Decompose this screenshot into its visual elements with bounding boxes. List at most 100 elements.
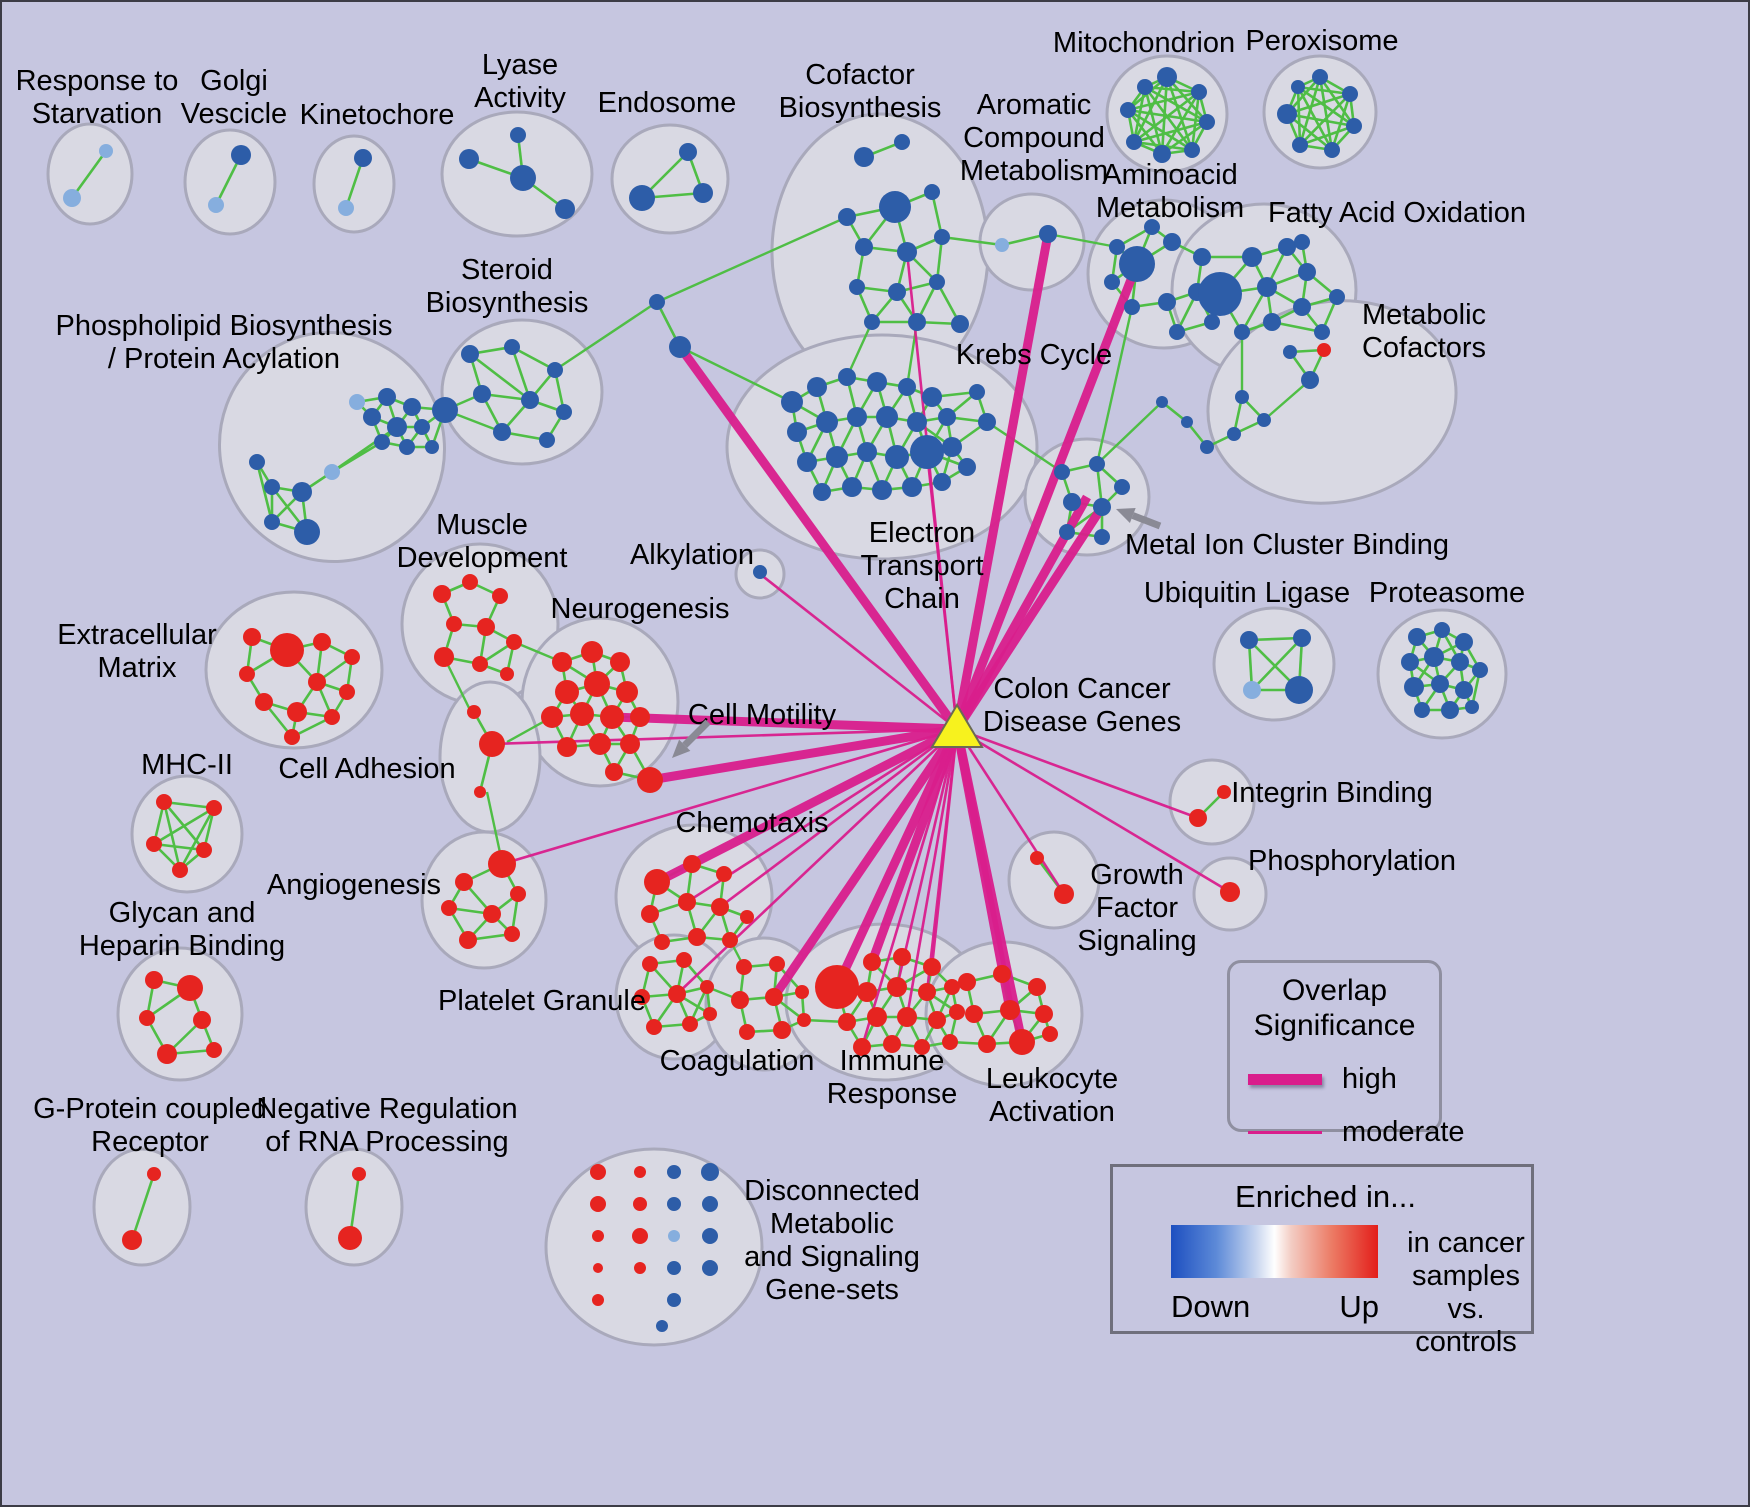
gene-set-node-immune-response[interactable] <box>887 977 907 997</box>
gene-set-node-chemotaxis[interactable] <box>716 866 732 882</box>
gene-set-node-endosome[interactable] <box>629 185 655 211</box>
gene-set-node-glycan-heparin-binding[interactable] <box>206 1042 222 1058</box>
colon-cancer-hub-triangle[interactable] <box>930 703 984 748</box>
gene-set-node-mhc-ii[interactable] <box>156 794 172 810</box>
gene-set-node-phospholipid-biosynthesis[interactable] <box>264 479 280 495</box>
gene-set-node-angiogenesis[interactable] <box>455 873 473 891</box>
gene-set-node-proteasome[interactable] <box>1404 677 1424 697</box>
gene-set-node-immune-response[interactable] <box>883 1035 901 1053</box>
gene-set-node-electron-transport-chain[interactable] <box>910 435 944 469</box>
gene-set-node-cofactor-biosynthesis[interactable] <box>897 242 917 262</box>
gene-set-node-leukocyte-activation[interactable] <box>1000 1000 1020 1020</box>
gene-set-node-electron-transport-chain[interactable] <box>838 368 856 386</box>
gene-set-node-mitochondrion[interactable] <box>1199 114 1215 130</box>
gene-set-node-leukocyte-activation[interactable] <box>1028 978 1046 996</box>
gene-set-node-disconnected-gene-sets[interactable] <box>702 1196 718 1212</box>
gene-set-node-metabolic-cofactors[interactable] <box>1227 427 1241 441</box>
gene-set-node-extracellular-matrix[interactable] <box>284 729 300 745</box>
gene-set-node-mitochondrion[interactable] <box>1191 84 1207 100</box>
gene-set-node-leukocyte-activation[interactable] <box>1035 1005 1053 1023</box>
gene-set-node-coagulation[interactable] <box>797 1013 811 1027</box>
gene-set-node-immune-response[interactable] <box>914 1039 930 1055</box>
gene-set-node-immune-response[interactable] <box>923 958 941 976</box>
gene-set-node-chemotaxis[interactable] <box>678 893 696 911</box>
gene-set-node-bridge-junction[interactable] <box>649 294 665 310</box>
gene-set-node-neurogenesis[interactable] <box>552 652 572 672</box>
gene-set-node-mitochondrion[interactable] <box>1126 134 1142 150</box>
gene-set-node-neurogenesis[interactable] <box>605 763 623 781</box>
gene-set-node-coagulation[interactable] <box>739 1024 755 1040</box>
gene-set-node-leukocyte-activation[interactable] <box>978 1035 996 1053</box>
gene-set-node-neurogenesis[interactable] <box>616 681 638 703</box>
gene-set-node-muscle-development[interactable] <box>492 588 508 604</box>
gene-set-node-cofactor-biosynthesis[interactable] <box>894 134 910 150</box>
gene-set-node-metal-ion-cluster-binding[interactable] <box>1059 524 1075 540</box>
gene-set-node-lyase-activity[interactable] <box>459 149 479 169</box>
gene-set-node-metabolic-cofactors[interactable] <box>1257 413 1271 427</box>
gene-set-node-lyase-activity[interactable] <box>510 165 536 191</box>
gene-set-node-metal-ion-cluster-binding[interactable] <box>1094 529 1110 545</box>
gene-set-node-disconnected-gene-sets[interactable] <box>667 1165 681 1179</box>
gene-set-node-chemotaxis[interactable] <box>688 928 706 946</box>
gene-set-node-cofactor-biosynthesis[interactable] <box>849 279 865 295</box>
gene-set-node-phospholipid-biosynthesis[interactable] <box>363 408 381 426</box>
gene-set-node-muscle-development[interactable] <box>506 634 522 650</box>
gene-set-node-steroid-biosynthesis[interactable] <box>556 404 572 420</box>
gene-set-node-phospholipid-biosynthesis[interactable] <box>403 398 421 416</box>
gene-set-node-cofactor-biosynthesis[interactable] <box>934 229 950 245</box>
gene-set-node-ubiquitin-ligase[interactable] <box>1243 681 1261 699</box>
gene-set-node-electron-transport-chain[interactable] <box>872 480 892 500</box>
gene-set-node-fatty-acid-oxidation[interactable] <box>1278 238 1296 256</box>
gene-set-node-fatty-acid-oxidation[interactable] <box>1294 234 1310 250</box>
gene-set-node-steroid-biosynthesis[interactable] <box>521 391 539 409</box>
gene-set-node-fatty-acid-oxidation[interactable] <box>1314 324 1330 340</box>
gene-set-node-disconnected-gene-sets[interactable] <box>656 1320 668 1332</box>
gene-set-node-neurogenesis[interactable] <box>600 705 624 729</box>
gene-set-node-extracellular-matrix[interactable] <box>308 673 326 691</box>
gene-set-node-mitochondrion[interactable] <box>1137 79 1153 95</box>
gene-set-node-immune-response[interactable] <box>949 1004 965 1020</box>
gene-set-node-metabolic-cofactors[interactable] <box>1317 343 1331 357</box>
gene-set-node-phospholipid-biosynthesis[interactable] <box>425 440 439 454</box>
gene-set-node-neurogenesis[interactable] <box>610 652 630 672</box>
gene-set-node-electron-transport-chain[interactable] <box>876 406 898 428</box>
gene-set-node-integrin-binding[interactable] <box>1189 809 1207 827</box>
gene-set-node-muscle-development[interactable] <box>477 618 495 636</box>
gene-set-node-ubiquitin-ligase[interactable] <box>1293 629 1311 647</box>
gene-set-node-electron-transport-chain[interactable] <box>797 452 817 472</box>
gene-set-node-metal-ion-cluster-binding[interactable] <box>1114 479 1130 495</box>
gene-set-node-disconnected-gene-sets[interactable] <box>633 1197 647 1211</box>
gene-set-node-coagulation[interactable] <box>736 959 752 975</box>
gene-set-node-aminoacid-metabolism[interactable] <box>1124 299 1140 315</box>
gene-set-node-angiogenesis[interactable] <box>510 886 526 902</box>
gene-set-node-disconnected-gene-sets[interactable] <box>702 1228 718 1244</box>
gene-set-node-peroxisome[interactable] <box>1342 86 1358 102</box>
gene-set-node-electron-transport-chain[interactable] <box>933 473 951 491</box>
gene-set-node-electron-transport-chain[interactable] <box>826 446 848 468</box>
gene-set-node-neurogenesis[interactable] <box>581 641 603 663</box>
gene-set-node-leukocyte-activation[interactable] <box>965 1005 983 1023</box>
gene-set-node-muscle-development[interactable] <box>472 656 488 672</box>
gene-set-node-peroxisome[interactable] <box>1292 137 1308 153</box>
gene-set-node-neurogenesis[interactable] <box>541 706 563 728</box>
gene-set-node-chemotaxis[interactable] <box>683 855 701 873</box>
gene-set-node-disconnected-gene-sets[interactable] <box>667 1261 681 1275</box>
gene-set-node-electron-transport-chain[interactable] <box>813 483 831 501</box>
gene-set-node-cell-adhesion[interactable] <box>467 705 481 719</box>
gene-set-node-muscle-development[interactable] <box>433 585 451 603</box>
gene-set-node-proteasome[interactable] <box>1401 653 1419 671</box>
gene-set-node-proteasome[interactable] <box>1472 662 1488 678</box>
gene-set-node-endosome[interactable] <box>679 143 697 161</box>
gene-set-node-disconnected-gene-sets[interactable] <box>634 1166 646 1178</box>
gene-set-node-cofactor-biosynthesis[interactable] <box>929 274 945 290</box>
gene-set-node-neurogenesis[interactable] <box>584 671 610 697</box>
gene-set-node-immune-response[interactable] <box>944 979 960 995</box>
gene-set-node-electron-transport-chain[interactable] <box>807 377 827 397</box>
gene-set-node-glycan-heparin-binding[interactable] <box>145 971 163 989</box>
gene-set-node-mitochondrion[interactable] <box>1184 142 1200 158</box>
gene-set-node-chemotaxis[interactable] <box>711 898 729 916</box>
gene-set-node-lyase-activity[interactable] <box>555 199 575 219</box>
gene-set-node-electron-transport-chain[interactable] <box>847 407 867 427</box>
gene-set-node-metal-ion-cluster-binding[interactable] <box>1093 498 1111 516</box>
gene-set-node-metabolic-cofactors[interactable] <box>1235 390 1249 404</box>
